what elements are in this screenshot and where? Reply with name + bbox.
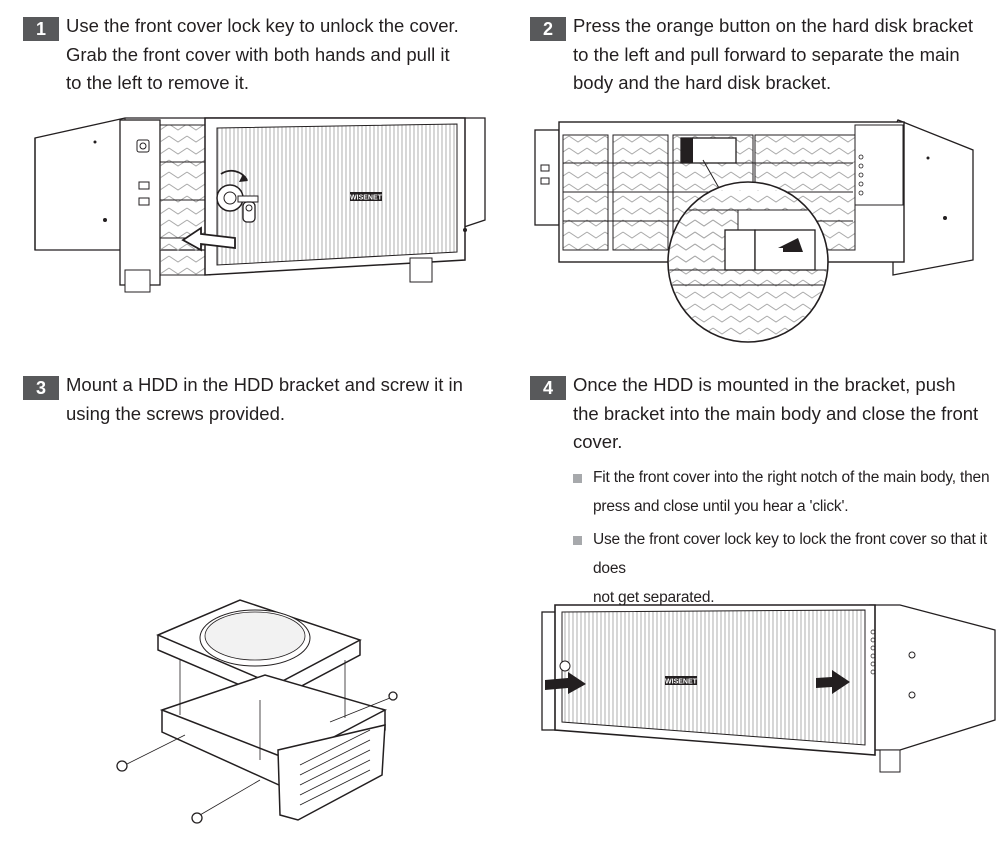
illustration-close-cover: WISENET: [541, 604, 996, 773]
illustration-separate-bracket: [534, 119, 974, 343]
step-4-notes: Fit the front cover into the right notch…: [573, 463, 998, 616]
step-text: Mount a HDD in the HDD bracket and screw…: [66, 374, 463, 424]
step-number: 1: [23, 17, 59, 41]
bullet-square-icon: [573, 536, 582, 545]
step-text: Once the HDD is mounted in the bracket, …: [573, 374, 979, 452]
illustration-remove-cover: WISENET: [34, 117, 486, 293]
note-item: Fit the front cover into the right notch…: [573, 463, 998, 521]
brand-logo: WISENET: [350, 195, 383, 202]
step-number: 2: [530, 17, 566, 41]
note-item: Use the front cover lock key to lock the…: [573, 525, 998, 612]
bullet-square-icon: [573, 474, 582, 483]
step-text: Use the front cover lock key to unlock t…: [66, 15, 459, 93]
step-number: 3: [23, 376, 59, 400]
step-number: 4: [530, 376, 566, 400]
illustration-mount-hdd: [116, 599, 398, 824]
brand-logo: WISENET: [665, 679, 698, 686]
step-text: Press the orange button on the hard disk…: [573, 15, 974, 93]
